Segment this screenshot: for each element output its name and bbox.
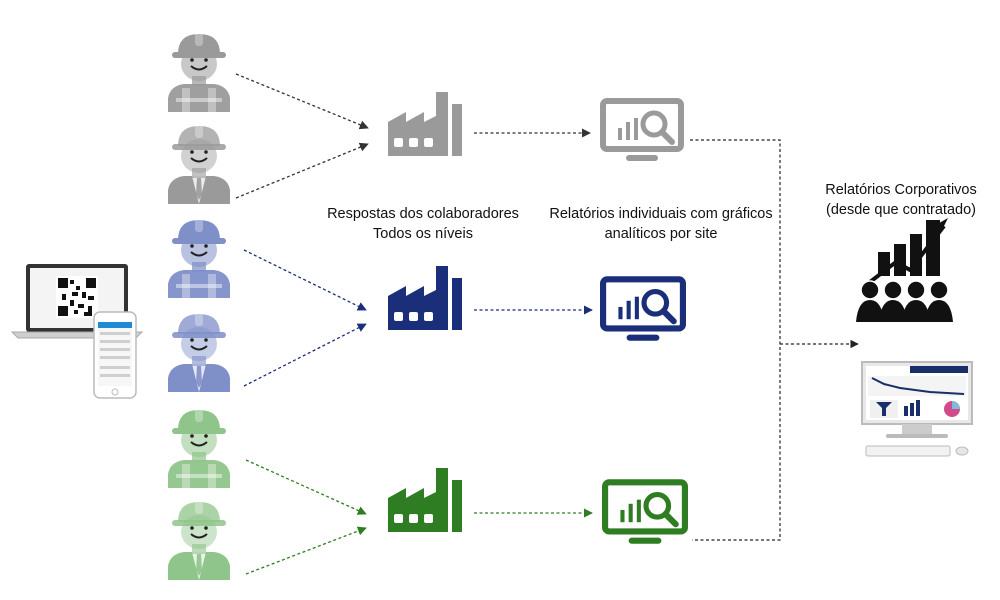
worker-to-factory-arrows	[235, 73, 369, 575]
monitor-analytics-icon-green	[605, 482, 685, 543]
hardhat-worker-icon	[167, 407, 231, 488]
individual-reports-caption: Relatórios individuais com gráficos anal…	[536, 204, 786, 244]
corporate-reports-line1: Relatórios Corporativos	[825, 182, 977, 198]
monitor-analytics-icon-blue	[603, 279, 683, 340]
bracket-line	[690, 139, 781, 541]
green-group-workers	[167, 407, 231, 580]
corporate-chart-icon	[856, 218, 953, 322]
factory-icon-blue	[388, 266, 462, 330]
laptop-phone-qr-icon	[10, 264, 144, 399]
factory-icon-gray	[388, 92, 462, 156]
monitor-analytics-icon-gray	[603, 101, 681, 161]
hardhat-manager-icon	[167, 499, 231, 580]
factory-to-report-arrows	[474, 128, 593, 518]
dashboard-computer-icon	[861, 361, 973, 457]
hardhat-worker-icon	[167, 31, 231, 112]
corporate-bracket	[690, 139, 859, 541]
responses-line1: Respostas dos colaboradores	[327, 206, 519, 222]
arrow-green-2	[245, 526, 367, 575]
corporate-reports-caption: Relatórios Corporativos (desde que contr…	[806, 180, 996, 220]
blue-group-workers	[167, 217, 231, 392]
hardhat-worker-icon	[167, 217, 231, 298]
individual-reports-line2: analíticos por site	[604, 226, 718, 242]
responses-caption: Respostas dos colaboradores Todos os nív…	[318, 204, 528, 244]
gray-group-workers	[167, 31, 231, 204]
corporate-reports-line2: (desde que contratado)	[826, 202, 976, 218]
arrow-blue-1	[243, 249, 367, 311]
individual-reports-line1: Relatórios individuais com gráficos	[549, 206, 773, 222]
arrow-green-1	[245, 459, 367, 515]
arrow-gray-2	[235, 142, 369, 199]
hardhat-manager-icon	[167, 123, 231, 204]
arrow-gray-1	[235, 73, 369, 130]
hardhat-manager-icon	[167, 311, 231, 392]
factory-icon-green	[388, 468, 462, 532]
arrow-blue-2	[243, 323, 367, 387]
responses-line2: Todos os níveis	[373, 226, 473, 242]
